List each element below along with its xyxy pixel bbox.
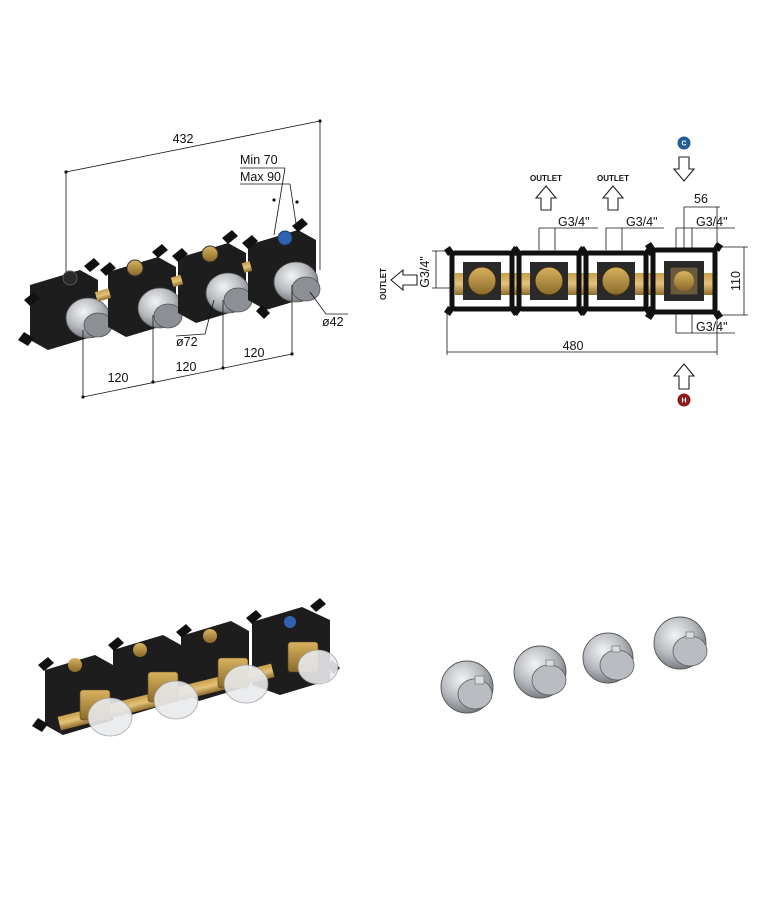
spacing-dim-2: 120 xyxy=(176,360,197,374)
knob-diameter-label: ø42 xyxy=(322,315,344,329)
spacing-dim-3: 120 xyxy=(244,346,265,360)
offset-dim-label: 56 xyxy=(694,192,708,206)
overall-length-label: 432 xyxy=(173,132,194,146)
top-thread-label-1: G3/4" xyxy=(558,215,590,229)
cold-badge-label: C xyxy=(681,141,686,148)
hot-badge-label: H xyxy=(681,398,686,405)
outlet-left-arrow xyxy=(390,268,418,292)
valve-body-1 xyxy=(18,258,113,350)
trim-knob-3 xyxy=(582,632,635,684)
depth-min-label: Min 70 xyxy=(240,153,278,167)
side-thread-label: G3/4" xyxy=(418,256,432,288)
hot-inlet-arrow xyxy=(672,363,696,390)
outlet-top-arrow-1 xyxy=(534,185,558,211)
bottom-thread-label: G3/4" xyxy=(696,320,728,334)
body-assembly-render xyxy=(32,598,340,737)
top-thread-label-2: G3/4" xyxy=(626,215,658,229)
trim-knob-2 xyxy=(513,645,567,699)
outlet-top-label-1: OUTLET xyxy=(530,174,562,183)
total-length-label: 480 xyxy=(563,339,584,353)
housing-2 xyxy=(511,246,587,316)
outlet-top-label-2: OUTLET xyxy=(597,174,629,183)
cold-inlet-arrow xyxy=(672,156,696,182)
housing-3 xyxy=(578,246,654,316)
trim-knobs-render xyxy=(440,616,708,714)
top-thread-label-3: G3/4" xyxy=(696,215,728,229)
trim-knob-1 xyxy=(440,660,494,714)
depth-max-label: Max 90 xyxy=(240,170,281,184)
outlet-left-label: OUTLET xyxy=(379,268,388,300)
trim-knob-4 xyxy=(653,616,708,670)
outlet-top-arrow-2 xyxy=(601,185,625,211)
valve-body-2 xyxy=(100,244,183,337)
rosette-diameter-label: ø72 xyxy=(176,335,198,349)
height-dim-label: 110 xyxy=(729,271,743,291)
cold-badge xyxy=(677,136,691,150)
isometric-dimension-view: 432 Min 70 Max 90 xyxy=(18,119,348,399)
valve-body-4 xyxy=(242,218,321,319)
hot-badge xyxy=(677,393,691,407)
spacing-dim-1: 120 xyxy=(108,371,129,385)
housing-1 xyxy=(444,246,520,316)
front-elevation-view: OUTLET OUTLET OUTLET C H G3/4" G3/4" G3/… xyxy=(379,136,748,407)
housing-4 xyxy=(645,242,723,320)
